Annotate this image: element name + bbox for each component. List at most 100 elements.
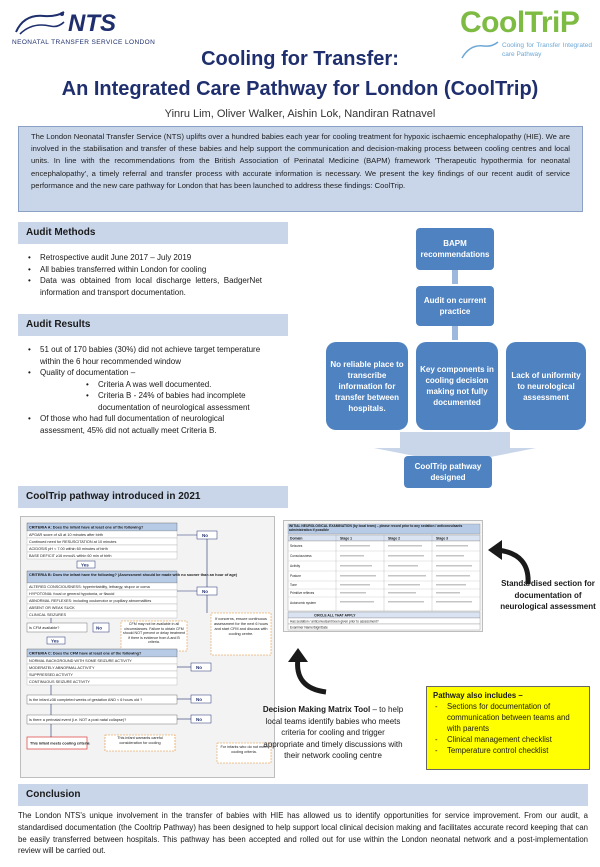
- list-item: Data was obtained from local discharge l…: [26, 275, 262, 298]
- svg-text:Is CFM available?: Is CFM available?: [29, 626, 59, 630]
- cooltrip-logo-text: CoolTriP: [460, 6, 580, 39]
- list-item: All babies transferred within London for…: [26, 264, 262, 276]
- svg-text:Yes: Yes: [81, 563, 89, 568]
- standardised-section-note: Standardised section for documentation o…: [500, 579, 596, 611]
- list-item: Clinical management checklist: [433, 734, 583, 745]
- flow-box-lack-uniformity: Lack of uniformity to neurological asses…: [506, 342, 586, 430]
- cooltrip-logo: CoolTriP Cooling for Transfer Integrated…: [458, 6, 596, 62]
- svg-text:Tone: Tone: [290, 583, 297, 587]
- svg-text:CLINICAL SEIZURES: CLINICAL SEIZURES: [29, 613, 66, 617]
- svg-text:Is there a perinatal event (i.: Is there a perinatal event (i.e. NOT a p…: [29, 718, 126, 722]
- flow-box-bapm: BAPM recommendations: [416, 228, 494, 270]
- list-item: Retrospective audit June 2017 – July 201…: [26, 252, 262, 264]
- intro-box: The London Neonatal Transfer Service (NT…: [18, 126, 583, 212]
- svg-text:This infant meets cooling crit: This infant meets cooling criteria: [30, 742, 90, 746]
- audit-results-heading: Audit Results: [18, 314, 288, 336]
- outcome-block: This infant meets cooling criteria This …: [26, 734, 272, 764]
- cooltrip-logo-subtitle: Cooling for Transfer Integrated care Pat…: [502, 42, 592, 58]
- audit-results-list: 51 out of 170 babies (30%) did not achie…: [26, 344, 268, 436]
- criteria-b-block: CRITERIA B: Does the infant have the fol…: [26, 570, 238, 619]
- curved-arrow-dmm: [288, 648, 327, 695]
- svg-text:APGAR score of ≤5 at 10 minute: APGAR score of ≤5 at 10 minutes after bi…: [29, 533, 103, 537]
- decision-matrix-note-title: Decision Making Matrix Tool: [262, 705, 371, 714]
- svg-text:ABNORMAL REFLEXES: including o: ABNORMAL REFLEXES: including oculomotor …: [29, 599, 151, 603]
- svg-text:Seizures: Seizures: [290, 544, 303, 548]
- svg-text:SUPPRESSED ACTIVITY: SUPPRESSED ACTIVITY: [29, 673, 73, 677]
- svg-text:No: No: [196, 717, 202, 722]
- decision-matrix-graphic: .ct { font-family: "Liberation Sans", sa…: [26, 522, 272, 764]
- conclusion-heading: Conclusion: [18, 784, 588, 806]
- authors: Yinru Lim, Oliver Walker, Aishin Lok, Na…: [164, 108, 436, 120]
- curved-arrow-standardised: [488, 540, 531, 585]
- list-subitem: Criteria B - 24% of babies had incomplet…: [26, 390, 268, 413]
- criteria-c-block: CRITERIA C: Does the CFM have at least o…: [26, 648, 212, 686]
- svg-text:HYPOTONIA: focal or general hy: HYPOTONIA: focal or general hypotonia, o…: [29, 592, 114, 596]
- svg-text:Posture: Posture: [290, 574, 301, 578]
- nts-logo-subtitle: NEONATAL TRANSFER SERVICE LONDON: [12, 39, 156, 46]
- svg-text:Activity: Activity: [290, 564, 301, 568]
- svg-text:Is the infant ≥36 completed we: Is the infant ≥36 completed weeks of ges…: [29, 698, 142, 702]
- stork-icon-small: [461, 41, 499, 59]
- nts-logo-text: NTS: [68, 10, 116, 37]
- svg-text:No: No: [202, 533, 208, 538]
- svg-text:CRITERIA C: Does the CFM have: CRITERIA C: Does the CFM have at least o…: [29, 652, 142, 656]
- list-item: Quality of documentation –: [26, 367, 268, 379]
- pathway-includes-heading: Pathway also includes –: [433, 691, 523, 700]
- svg-text:No: No: [196, 665, 202, 670]
- flow-box-audit: Audit on current practice: [416, 286, 494, 326]
- list-item: Of those who had full documentation of n…: [26, 413, 268, 436]
- neurological-assessment-document: .nt { font-family: "Liberation Sans", sa…: [283, 520, 483, 632]
- svg-text:Stage 2: Stage 2: [388, 537, 400, 541]
- svg-text:CIRCLE ALL THAT APPLY: CIRCLE ALL THAT APPLY: [314, 614, 356, 618]
- svg-text:Stage 3: Stage 3: [436, 537, 448, 541]
- neuro-table-rows: Seizures Consciousness Activity Posture …: [287, 535, 481, 612]
- decision-matrix-note: Decision Making Matrix Tool – to help lo…: [262, 704, 404, 762]
- svg-text:No: No: [96, 626, 102, 631]
- flow-box-no-reliable-place: No reliable place to transcribe informat…: [326, 342, 408, 430]
- flow-box-pathway-designed: CoolTrip pathway designed: [404, 456, 492, 488]
- svg-text:BASE DEFICIT ≥16 mmol/L within: BASE DEFICIT ≥16 mmol/L within 60 min of…: [29, 554, 111, 558]
- list-item: Sections for documentation of communicat…: [433, 701, 583, 734]
- svg-text:ALTERED CONSCIOUSNESS: hyperir: ALTERED CONSCIOUSNESS: hyperirritability…: [29, 585, 151, 589]
- svg-text:MODERATELY ABNORMAL ACTIVITY: MODERATELY ABNORMAL ACTIVITY: [29, 666, 95, 670]
- svg-text:Consciousness: Consciousness: [290, 554, 312, 558]
- poster-title-line1: Cooling for Transfer:: [201, 48, 399, 70]
- svg-text:ACIDOSIS pH < 7.00 within 60 m: ACIDOSIS pH < 7.00 within 60 minutes of …: [29, 547, 108, 551]
- svg-text:ABSENT OR WEAK SUCK: ABSENT OR WEAK SUCK: [29, 606, 75, 610]
- audit-methods-heading: Audit Methods: [18, 222, 288, 244]
- svg-text:Primitive reflexes: Primitive reflexes: [290, 591, 315, 595]
- svg-text:CRITERIA B: Does the infant ha: CRITERIA B: Does the infant have the fol…: [29, 573, 238, 577]
- svg-text:Continued need for RESUSCITATI: Continued need for RESUSCITATION at 10 m…: [29, 540, 117, 544]
- criteria-a-block: CRITERIA A: Does the infant have at leas…: [26, 522, 218, 569]
- neuro-doc-title: INITIAL NEUROLOGICAL EXAMINATION (by loc…: [289, 524, 463, 533]
- svg-text:No: No: [202, 589, 208, 594]
- svg-text:Domain: Domain: [290, 537, 302, 541]
- pathway-introduced-heading: CoolTrip pathway introduced in 2021: [18, 486, 288, 508]
- svg-text:Stage 1: Stage 1: [340, 537, 352, 541]
- list-subitem: Criteria A was well documented.: [26, 379, 268, 391]
- svg-text:Examiner Name/Sign/Date: Examiner Name/Sign/Date: [290, 626, 328, 630]
- svg-text:Yes: Yes: [51, 639, 59, 644]
- nts-logo: NTS NEONATAL TRANSFER SERVICE LONDON: [10, 8, 180, 52]
- svg-text:No: No: [196, 697, 202, 702]
- gestation-block: Is the infant ≥36 completed weeks of ges…: [26, 694, 212, 725]
- cfm-note: CFM may not be available in all circumst…: [122, 622, 186, 645]
- svg-text:NORMAL BACKGROUND WITH SOME SE: NORMAL BACKGROUND WITH SOME SEIZURE ACTI…: [29, 659, 132, 663]
- stork-icon: [15, 11, 65, 35]
- pathway-includes-box: Pathway also includes – Sections for doc…: [426, 686, 590, 770]
- poster-title-line2: An Integrated Care Pathway for London (C…: [61, 78, 539, 100]
- list-item: Temperature control checklist: [433, 745, 583, 756]
- conclusion-text: The London NTS's unique involvement in t…: [18, 811, 588, 856]
- neuro-table-footer: CIRCLE ALL THAT APPLY Has sedation / ant…: [287, 611, 481, 631]
- criteria-a-title: CRITERIA A: Does the infant have at leas…: [29, 526, 144, 530]
- pathway-includes-list: Sections for documentation of communicat…: [433, 701, 583, 756]
- audit-methods-list: Retrospective audit June 2017 – July 201…: [26, 252, 262, 298]
- svg-text:Autonomic system: Autonomic system: [290, 601, 316, 605]
- concerns-note: If concerns, ensure continuous assessmen…: [213, 617, 269, 636]
- svg-text:CONTINUOUS SEIZURE ACTIVITY: CONTINUOUS SEIZURE ACTIVITY: [29, 680, 90, 684]
- decision-matrix-note-body: – to help local teams identify babies wh…: [263, 705, 404, 760]
- neuro-table-graphic: .nt { font-family: "Liberation Sans", sa…: [287, 523, 481, 631]
- decision-matrix-document: .ct { font-family: "Liberation Sans", sa…: [20, 516, 275, 778]
- decision-flow-lines: [50, 539, 208, 737]
- list-item: 51 out of 170 babies (30%) did not achie…: [26, 344, 268, 367]
